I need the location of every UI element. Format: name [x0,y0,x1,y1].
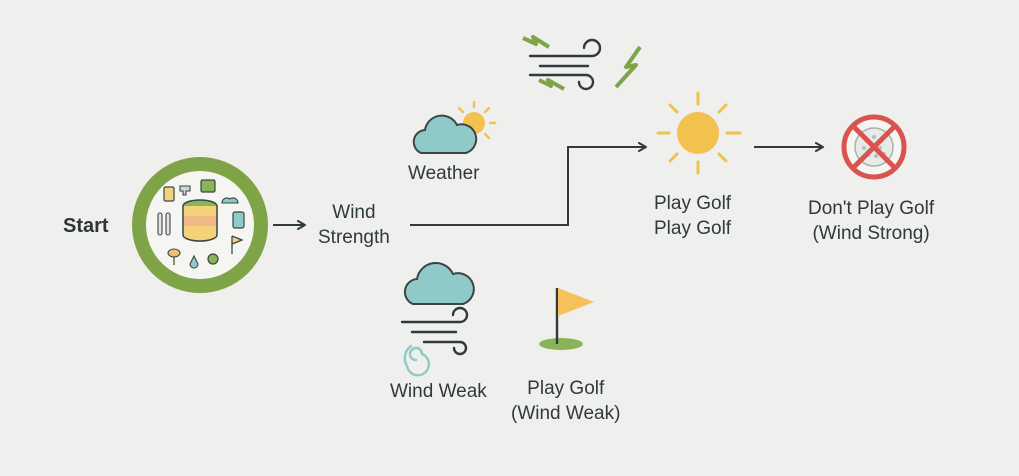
start-label: Start [63,215,109,237]
dont-play-golf-line1: Don't Play Golf [808,198,935,219]
storm-wind-icon [522,35,642,91]
play-golf-line2: Play Golf [654,218,732,239]
golf-flag-icon [539,288,594,350]
wind-strength-line2: Strength [318,227,390,248]
phone-icon [232,211,245,229]
no-golf-icon [841,114,907,180]
wind-strength-label: Wind Strength [318,200,390,250]
play-golf-weak-label: Play Golf (Wind Weak) [511,376,620,426]
drop-icon [189,254,199,269]
weather-label: Weather [408,163,480,184]
tool-icon [179,185,191,196]
thermometer-icon [165,212,171,236]
window-icon [200,179,216,193]
play-golf-line1: Play Golf [654,193,732,214]
wind-strength-line1: Wind [332,202,376,223]
thermometer-icon [157,212,163,236]
flag-icon [231,235,244,254]
play-golf-weak-line2: (Wind Weak) [511,403,621,424]
cloud-sun-icon [412,100,497,154]
play-golf-label: Play Golf Play Golf [654,191,731,241]
document-icon [163,186,175,202]
pin-icon [167,248,181,258]
wind-to-playgolf-arrow [410,142,647,226]
play-golf-weak-line1: Play Golf [527,378,605,399]
small-cloud-icon [221,197,239,204]
database-icon [182,199,218,242]
gear-icon [207,253,219,265]
dont-play-golf-line2: (Wind Strong) [812,223,930,244]
sun-icon [656,91,742,175]
wind-weak-label: Wind Weak [390,381,487,402]
start-node-icon [132,157,268,293]
cloud-wind-icon [400,262,475,377]
dont-play-golf-label: Don't Play Golf (Wind Strong) [808,196,934,246]
